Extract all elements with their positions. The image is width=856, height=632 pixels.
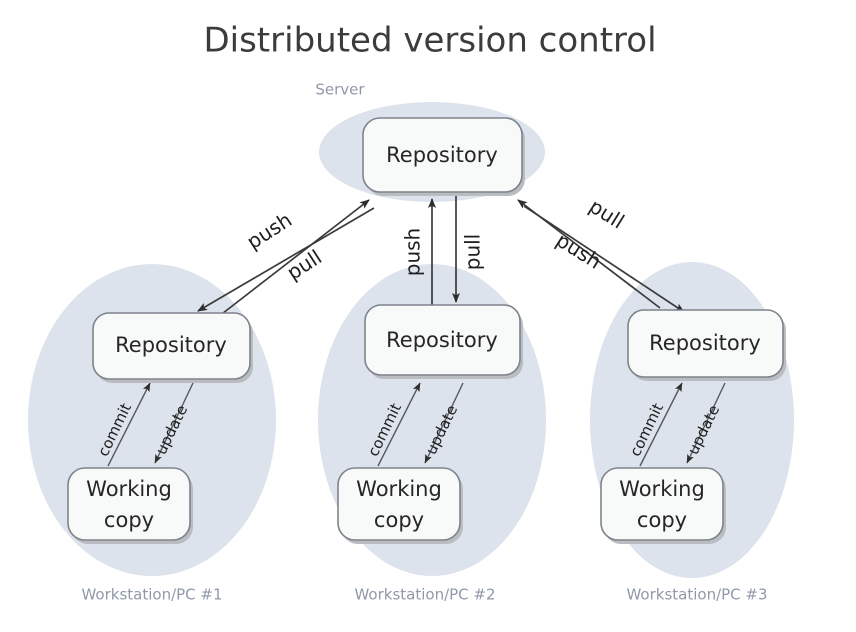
workstation-3-repository-node[interactable]: Repository (627, 309, 786, 381)
push-label-workstation-1: push (242, 207, 296, 254)
workstation-1-repository-node[interactable]: Repository (92, 312, 253, 383)
workstation-2-zone-label: Workstation/PC #2 (354, 586, 495, 604)
workstation-1-working-copy-line2: copy (104, 508, 154, 532)
workstation-2-working-copy-line1: Working (356, 477, 442, 501)
workstation-1-working-copy-line1: Working (86, 477, 172, 501)
commit-arrow-workstation-2[interactable] (377, 382, 421, 467)
workstation-2-group: commit update Repository Working copy Wo… (337, 304, 523, 604)
page-title: Distributed version control (203, 21, 656, 61)
workstation-3-zone-label: Workstation/PC #3 (626, 586, 767, 604)
push-arrow-workstation-3[interactable] (523, 205, 685, 313)
update-arrow-workstation-3[interactable] (686, 382, 726, 464)
pull-label-workstation-1: pull (282, 245, 326, 285)
push-label-workstation-3: push (552, 228, 606, 274)
workstation-3-working-copy-node[interactable]: Working copy (600, 467, 726, 544)
push-label-workstation-2: push (401, 228, 425, 276)
workstation-2-repository-label: Repository (386, 328, 498, 352)
server-repository-label: Repository (386, 143, 498, 167)
server-repository-node[interactable]: Repository (362, 117, 525, 196)
pull-label-workstation-3: pull (585, 194, 629, 234)
server-zone-label: Server (315, 81, 365, 99)
update-arrow-workstation-1[interactable] (154, 382, 194, 464)
pull-label-workstation-2: pull (461, 234, 485, 270)
pull-arrow-workstation-1[interactable] (197, 207, 375, 312)
workstation-2-working-copy-line2: copy (374, 508, 424, 532)
workstation-3-group: commit update Repository Working copy Wo… (600, 309, 786, 604)
commit-arrow-workstation-1[interactable] (107, 382, 151, 467)
workstation-3-repository-label: Repository (649, 331, 761, 355)
workstation-3-working-copy-line1: Working (619, 477, 705, 501)
update-arrow-workstation-2[interactable] (424, 382, 464, 464)
workstation-2-working-copy-node[interactable]: Working copy (337, 467, 463, 544)
workstation-1-working-copy-node[interactable]: Working copy (67, 467, 193, 544)
push-arrow-workstation-1[interactable] (217, 199, 370, 318)
workstation-3-working-copy-line2: copy (637, 508, 687, 532)
server-workstation-2-links: push pull (401, 196, 485, 305)
workstation-1-repository-label: Repository (115, 333, 227, 357)
workstation-1-zone-label: Workstation/PC #1 (81, 586, 222, 604)
workstation-2-repository-node[interactable]: Repository (364, 304, 523, 379)
commit-arrow-workstation-3[interactable] (639, 382, 683, 467)
